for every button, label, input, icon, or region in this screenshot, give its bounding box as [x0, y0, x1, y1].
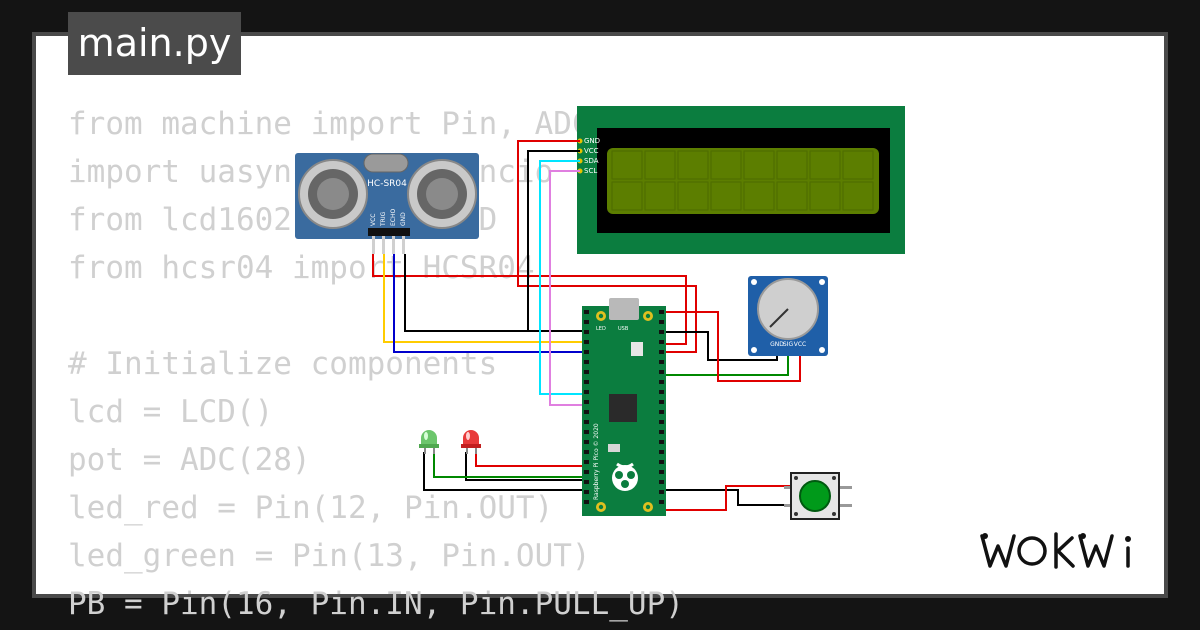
- sensor-pin-label: VCC: [370, 214, 377, 226]
- wire-led-red-gnd: [465, 452, 586, 481]
- pot-pin-label: GND: [770, 341, 784, 348]
- pico-led-label: LED: [596, 326, 606, 332]
- pot-pin-label: SIG: [783, 341, 794, 348]
- sensor-pin-label: GND: [400, 212, 407, 226]
- led-green[interactable]: [419, 430, 439, 454]
- code-line-7: lcd = LCD(): [68, 394, 274, 430]
- lcd-pin-label: GND: [584, 137, 600, 145]
- pico-usb-label: USB: [618, 326, 629, 332]
- pico-board-label: Raspberry Pi Pico © 2020: [593, 423, 600, 500]
- wire-led-red: [475, 452, 586, 467]
- wire-sensor-trig: [383, 254, 586, 343]
- code-line-4: from hcsr04 import HCSR04: [68, 250, 535, 286]
- wire-lcd-gnd: [517, 140, 697, 353]
- pushbutton-cap[interactable]: [799, 480, 831, 512]
- sensor-pin-label: ECHO: [390, 209, 397, 226]
- lcd-display[interactable]: GND VCC SDA SCL: [577, 106, 905, 254]
- sensor-model-label: HC-SR04: [367, 179, 407, 189]
- wire-sensor-echo: [393, 254, 586, 353]
- rp2040-chip: [609, 394, 637, 422]
- wire-button-b: [660, 485, 795, 511]
- wire-lcd-scl: [549, 170, 586, 406]
- lcd-pin-label: SCL: [584, 167, 597, 175]
- transducer-left: [298, 159, 368, 229]
- wire-led-green-gnd: [423, 452, 586, 491]
- wires: [372, 140, 801, 511]
- code-line-11: PB = Pin(16, Pin.IN, Pin.PULL_UP): [68, 586, 684, 622]
- wire-led-green: [433, 452, 586, 478]
- bootsel-button[interactable]: [631, 342, 643, 356]
- usb-port: [609, 298, 639, 320]
- ultrasonic-sensor[interactable]: HC-SR04 VCC TRIG ECHO GND: [295, 153, 479, 254]
- code-line-9: led_red = Pin(12, Pin.OUT): [68, 490, 554, 526]
- transducer-right: [407, 159, 477, 229]
- wire-button-a: [660, 489, 795, 506]
- wire-lcd-sda: [539, 160, 586, 395]
- wire-sensor-vcc: [372, 254, 687, 345]
- raspberry-logo-icon: [612, 462, 638, 491]
- wire-sensor-gnd: [404, 254, 586, 332]
- led-red[interactable]: [461, 430, 481, 454]
- circuit-diagram: GND VCC SDA SCL HC-SR04 VCC: [295, 106, 905, 520]
- wire-pot-vcc: [660, 311, 801, 382]
- wokwi-logo: [980, 532, 1131, 569]
- raspberry-pi-pico[interactable]: Raspberry Pi Pico © 2020 LED USB: [582, 298, 666, 516]
- file-tab[interactable]: main.py: [68, 12, 241, 75]
- code-line-10: led_green = Pin(13, Pin.OUT): [68, 538, 591, 574]
- lcd-pin-label: VCC: [584, 147, 599, 155]
- wire-lcd-vcc: [527, 150, 586, 332]
- pushbutton[interactable]: [784, 472, 852, 520]
- potentiometer[interactable]: GND SIG VCC: [748, 276, 828, 356]
- wire-pot-gnd: [660, 331, 778, 361]
- pot-pin-label: VCC: [794, 341, 806, 348]
- lcd-pin-label: SDA: [584, 157, 599, 165]
- code-line-8: pot = ADC(28): [68, 442, 311, 478]
- sensor-pin-label: TRIG: [380, 211, 387, 227]
- wire-pot-sig: [660, 352, 789, 376]
